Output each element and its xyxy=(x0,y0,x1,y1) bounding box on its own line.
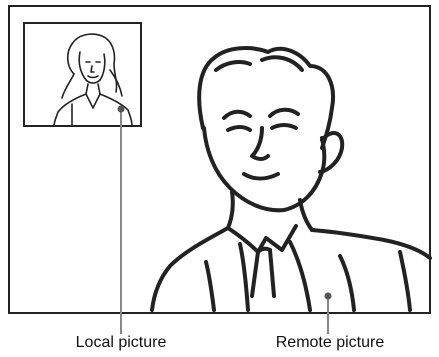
local-picture-marker-dot xyxy=(118,106,125,113)
remote-person-illustration xyxy=(152,48,430,310)
remote-picture-label: Remote picture xyxy=(266,334,394,352)
remote-picture-marker-dot xyxy=(325,293,332,300)
local-picture-label: Local picture xyxy=(62,334,180,352)
